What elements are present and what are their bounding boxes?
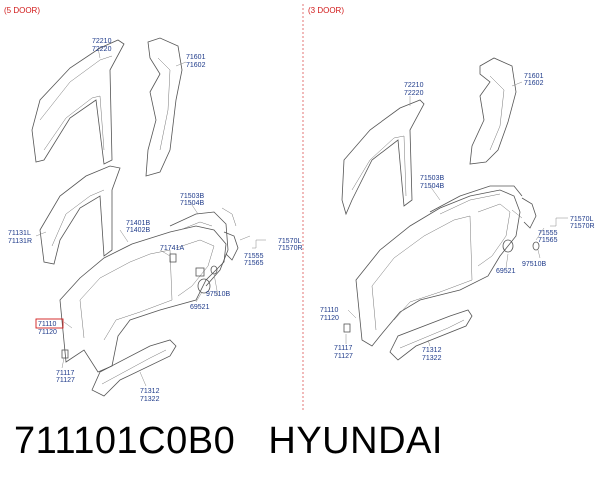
right-parts-drawing [341, 57, 540, 361]
fuel-door-69521-drawing [197, 278, 211, 294]
label-71401B: 71401B [126, 220, 150, 227]
side-sill-3door-drawing [389, 309, 473, 361]
label-71504B-3door: 71504B [420, 183, 444, 190]
part-number-caption: 711101C0B0 HYUNDAI [14, 420, 443, 462]
inner-side-panel-3door-drawing [341, 99, 425, 216]
label-71127-3door: 71127 [334, 353, 353, 360]
label-71127: 71127 [56, 377, 75, 384]
label-71110-3door: 71110 [320, 307, 339, 314]
right-part-labels: 72210 72220 71601 71602 71503B 71504B 71… [320, 73, 595, 362]
label-71131L: 71131L [8, 230, 31, 237]
label-71322: 71322 [140, 396, 160, 403]
label-71601-3door: 71601 [524, 73, 544, 80]
label-97510B-3door: 97510B [522, 261, 546, 268]
outer-side-panel-3door-drawing [355, 189, 521, 347]
header-5-door: (5 DOOR) [4, 6, 40, 15]
side-reinforcement-drawing [39, 165, 121, 265]
label-71503B-3door: 71503B [420, 175, 444, 182]
label-69521-3door: 69521 [496, 268, 516, 275]
bracket-71117-drawing [61, 349, 69, 359]
label-71312: 71312 [140, 388, 160, 395]
fuel-filler-3door-drawing [521, 197, 537, 229]
label-71741A: 71741A [160, 245, 184, 252]
header-3-door: (3 DOOR) [308, 6, 344, 15]
label-71570R-3door: 71570R [570, 223, 595, 230]
label-71503B: 71503B [180, 193, 204, 200]
label-71565: 71565 [244, 260, 264, 267]
label-71322-3door: 71322 [422, 355, 442, 362]
label-71120-3door: 71120 [320, 315, 339, 322]
label-71570L: 71570L [278, 238, 301, 245]
fuel-filler-drawing [223, 231, 239, 261]
label-72210-3door: 72210 [404, 82, 424, 89]
side-sill-drawing [91, 339, 177, 397]
label-71570R: 71570R [278, 245, 303, 252]
left-parts-drawing [31, 37, 239, 397]
label-71117: 71117 [56, 370, 75, 377]
label-71131R: 71131R [8, 238, 32, 245]
bracket-3door-drawing [343, 323, 351, 333]
label-71312-3door: 71312 [422, 347, 442, 354]
label-71602: 71602 [186, 62, 206, 69]
left-part-labels: 72210 72220 71601 71602 71131L 71131R 71… [8, 38, 303, 403]
label-71570L-3door: 71570L [570, 216, 593, 223]
label-71601: 71601 [186, 54, 206, 61]
right-leader-lines [345, 81, 568, 347]
rear-quarter-inner-3door-drawing [469, 57, 517, 165]
inner-side-panel-drawing [31, 39, 125, 165]
label-72220: 72220 [92, 46, 112, 53]
label-71555-3door: 71555 [538, 230, 558, 237]
label-69521: 69521 [190, 304, 210, 311]
label-71504B: 71504B [180, 200, 204, 207]
label-71565-3door: 71565 [538, 237, 558, 244]
label-71602-3door: 71602 [524, 80, 544, 87]
label-71110: 71110 [38, 321, 57, 328]
label-71555: 71555 [244, 253, 264, 260]
label-71117-3door: 71117 [334, 345, 353, 352]
rear-quarter-inner-drawing [145, 37, 183, 177]
label-97510B: 97510B [206, 291, 230, 298]
label-71120: 71120 [38, 329, 57, 336]
fuel-door-3door-drawing [502, 239, 514, 253]
outer-side-panel-drawing [59, 225, 227, 373]
label-72210: 72210 [92, 38, 112, 45]
parts-diagram: (5 DOOR) (3 DOOR) [4, 4, 595, 412]
label-72220-3door: 72220 [404, 90, 424, 97]
highlight-box-71110 [35, 318, 64, 329]
left-leader-lines [35, 47, 266, 387]
label-71402B: 71402B [126, 227, 150, 234]
